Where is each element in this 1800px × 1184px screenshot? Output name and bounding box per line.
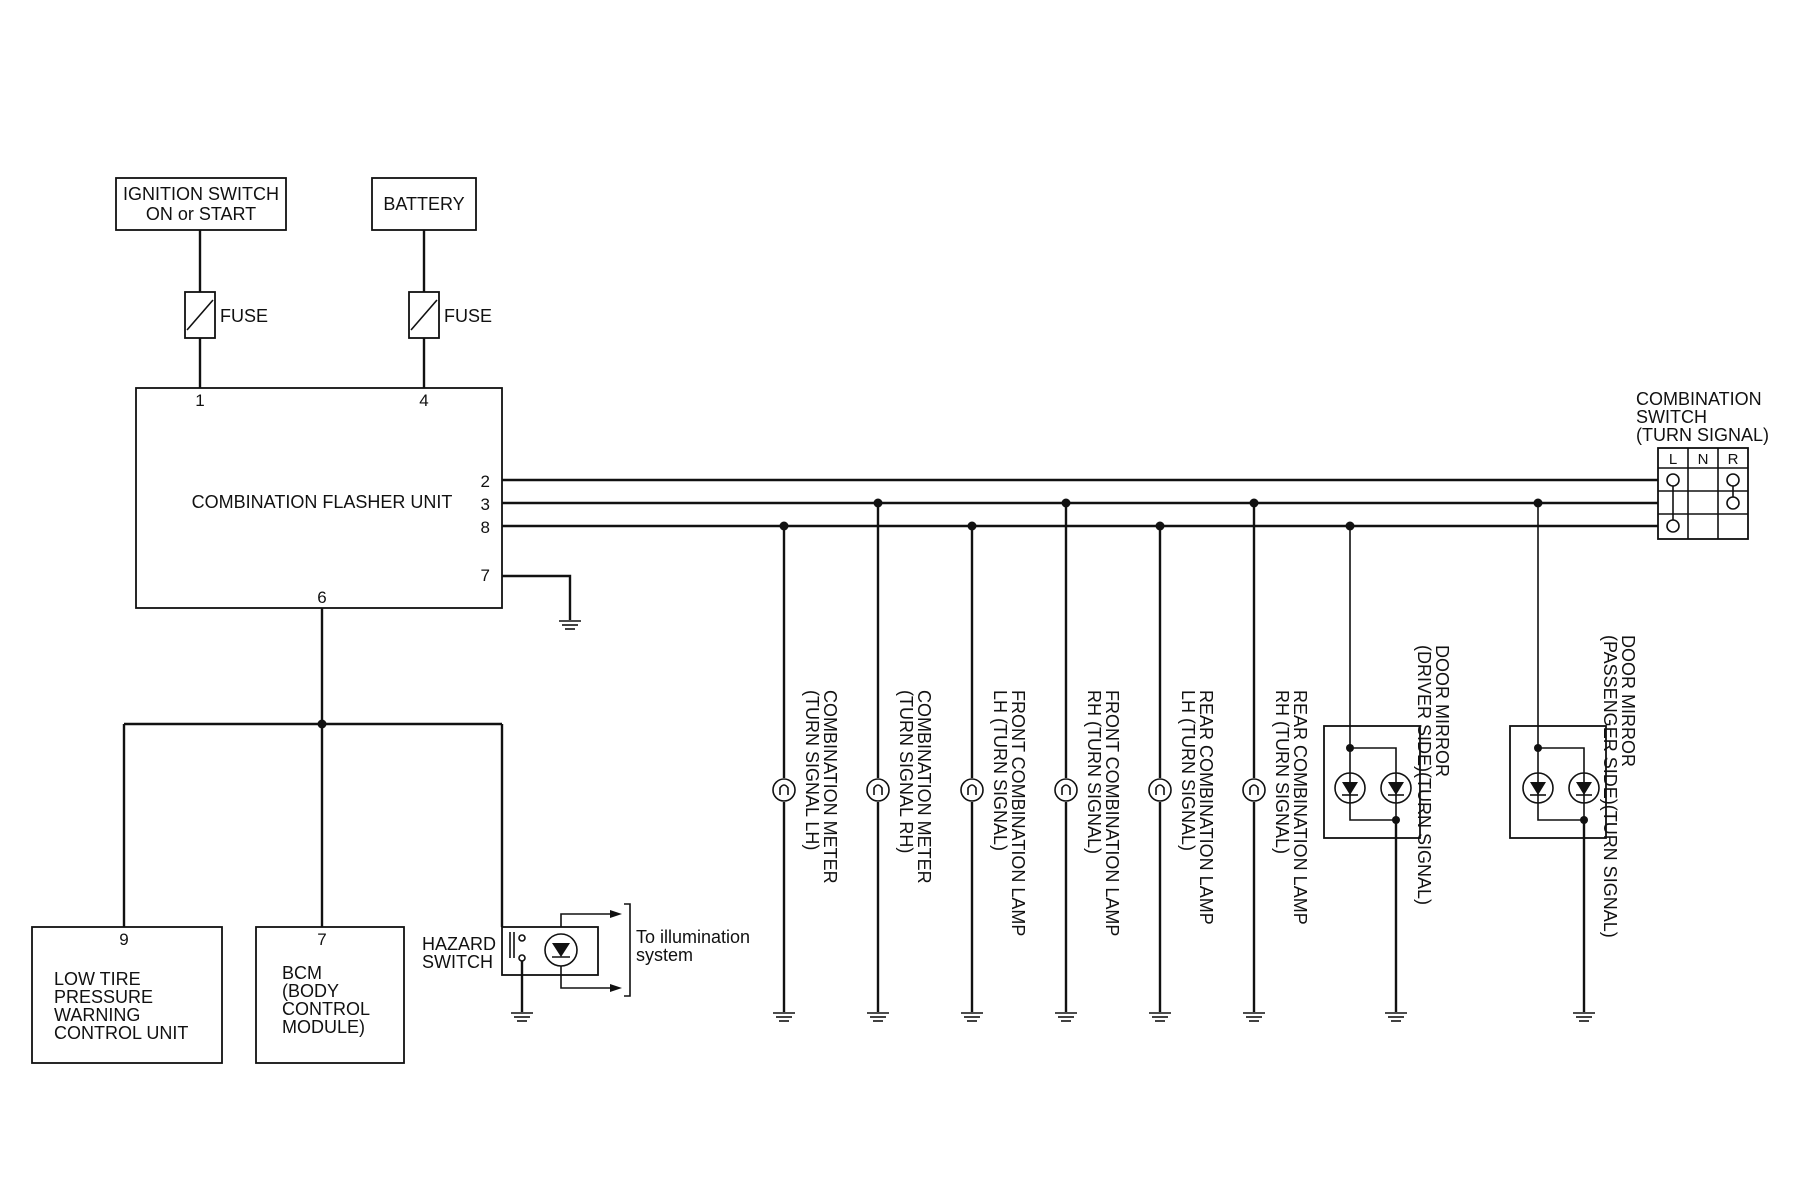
hazard-switch: HAZARD SWITCH To illumination system: [422, 903, 750, 1012]
door-mirror-passenger-unit: [1509, 498, 1607, 1022]
switch-position-n: N: [1698, 451, 1709, 468]
to-illumination-label-line1: To illumination: [636, 927, 750, 947]
splice-node: [1061, 498, 1071, 508]
load-label-line: (TURN SIGNAL LH): [802, 690, 822, 850]
flasher-pin-1: 1: [195, 391, 204, 410]
flasher-pin-3: 3: [481, 495, 490, 514]
load-label-line: RH (TURN SIGNAL): [1272, 690, 1292, 854]
door-mirror-driver-label-line1: DOOR MIRROR: [1432, 645, 1452, 777]
splice-node: [1155, 521, 1165, 531]
bulb-icon: [1054, 778, 1078, 802]
load-label-line: LH (TURN SIGNAL): [990, 690, 1010, 851]
battery-fuse-label: FUSE: [444, 306, 492, 326]
ground-symbol-hazard: [511, 1012, 533, 1022]
splice-node: [1249, 498, 1259, 508]
load-label-line: REAR COMBINATION LAMP: [1290, 690, 1310, 925]
ignition-fuse-label: FUSE: [220, 306, 268, 326]
load-meter-lh: COMBINATION METER(TURN SIGNAL LH): [772, 521, 840, 1022]
bulb-icon: [960, 778, 984, 802]
door-mirror-passenger-label: DOOR MIRROR (PASSENGER SIDE)(TURN SIGNAL…: [1600, 635, 1638, 938]
bcm-label-line4: MODULE): [282, 1017, 365, 1037]
ground-symbol-flasher: [559, 620, 581, 630]
switch-position-l: L: [1669, 451, 1677, 468]
flasher-pin-6: 6: [317, 588, 326, 607]
battery-label: BATTERY: [383, 194, 464, 214]
load-label-line: (TURN SIGNAL RH): [896, 690, 916, 853]
low-tire-label-line2: PRESSURE: [54, 987, 153, 1007]
hazard-label-line1: HAZARD: [422, 934, 496, 954]
bcm-label-line1: BCM: [282, 963, 322, 983]
ground-symbol: [961, 1012, 983, 1022]
splice-node: [967, 521, 977, 531]
bcm-pin-7: 7: [317, 930, 326, 949]
door-mirror-driver-label: DOOR MIRROR (DRIVER SIDE)(TURN SIGNAL): [1414, 645, 1452, 905]
low-tire-label-line3: WARNING: [54, 1005, 140, 1025]
flasher-pin-8: 8: [481, 518, 490, 537]
bcm-body-control-module: 7 BCM (BODY CONTROL MODULE): [255, 926, 405, 1064]
load-label: COMBINATION METER(TURN SIGNAL LH): [802, 690, 840, 884]
load-label-line: FRONT COMBINATION LAMP: [1008, 690, 1028, 936]
bulb-icon: [1148, 778, 1172, 802]
combination-switch-label-line3: (TURN SIGNAL): [1636, 425, 1769, 445]
ground-symbol: [773, 1012, 795, 1022]
combination-switch-label-line2: SWITCH: [1636, 407, 1707, 427]
load-meter-rh: COMBINATION METER(TURN SIGNAL RH): [866, 498, 934, 1022]
load-label-line: LH (TURN SIGNAL): [1178, 690, 1198, 851]
bcm-label-line3: CONTROL: [282, 999, 370, 1019]
low-tire-pressure-warning-control-unit: 9 LOW TIRE PRESSURE WARNING CONTROL UNIT: [31, 926, 223, 1064]
door-mirror-driver-label-line2: (DRIVER SIDE)(TURN SIGNAL): [1414, 645, 1434, 905]
load-label: COMBINATION METER(TURN SIGNAL RH): [896, 690, 934, 884]
flasher-pin-4: 4: [419, 391, 428, 410]
turn-signal-loads: COMBINATION METER(TURN SIGNAL LH)COMBINA…: [772, 498, 1310, 1022]
splice-node: [873, 498, 883, 508]
load-label-line: FRONT COMBINATION LAMP: [1102, 690, 1122, 936]
ignition-switch-box: IGNITION SWITCH ON or START: [115, 177, 287, 231]
load-label-line: REAR COMBINATION LAMP: [1196, 690, 1216, 925]
bulb-icon: [866, 778, 890, 802]
combination-switch: COMBINATION SWITCH (TURN SIGNAL) L N R: [1636, 389, 1769, 540]
hazard-label-line2: SWITCH: [422, 952, 493, 972]
low-tire-label-line4: CONTROL UNIT: [54, 1023, 188, 1043]
ignition-label-line2: ON or START: [146, 204, 256, 224]
ignition-label-line1: IGNITION SWITCH: [123, 184, 279, 204]
bulb-icon: [772, 778, 796, 802]
ignition-fuse: FUSE: [184, 291, 268, 339]
load-label-line: RH (TURN SIGNAL): [1084, 690, 1104, 854]
load-label-line: COMBINATION METER: [820, 690, 840, 884]
door-mirror-driver-unit: [1323, 521, 1421, 1022]
flasher-pin-2: 2: [481, 472, 490, 491]
ground-symbol: [1055, 1012, 1077, 1022]
flasher-pin-7: 7: [481, 566, 490, 585]
bulb-icon: [1242, 778, 1266, 802]
switch-position-r: R: [1728, 451, 1739, 468]
low-tire-pin-9: 9: [119, 930, 128, 949]
door-mirror-passenger-label-line2: (PASSENGER SIDE)(TURN SIGNAL): [1600, 635, 1620, 938]
ground-symbol: [1243, 1012, 1265, 1022]
load-label-line: COMBINATION METER: [914, 690, 934, 884]
battery-fuse: FUSE: [408, 291, 492, 339]
battery-box: BATTERY: [371, 177, 477, 231]
ground-symbol: [1149, 1012, 1171, 1022]
splice-node: [779, 521, 789, 531]
low-tire-label-line1: LOW TIRE: [54, 969, 141, 989]
bcm-label-line2: (BODY: [282, 981, 339, 1001]
ground-symbol: [867, 1012, 889, 1022]
combination-flasher-unit: COMBINATION FLASHER UNIT 1 4 2 3 8 7 6: [135, 387, 503, 609]
flasher-unit-label: COMBINATION FLASHER UNIT: [192, 492, 453, 512]
combination-switch-label-line1: COMBINATION: [1636, 389, 1762, 409]
door-mirror-passenger-label-line1: DOOR MIRROR: [1618, 635, 1638, 767]
to-illumination-label-line2: system: [636, 945, 693, 965]
